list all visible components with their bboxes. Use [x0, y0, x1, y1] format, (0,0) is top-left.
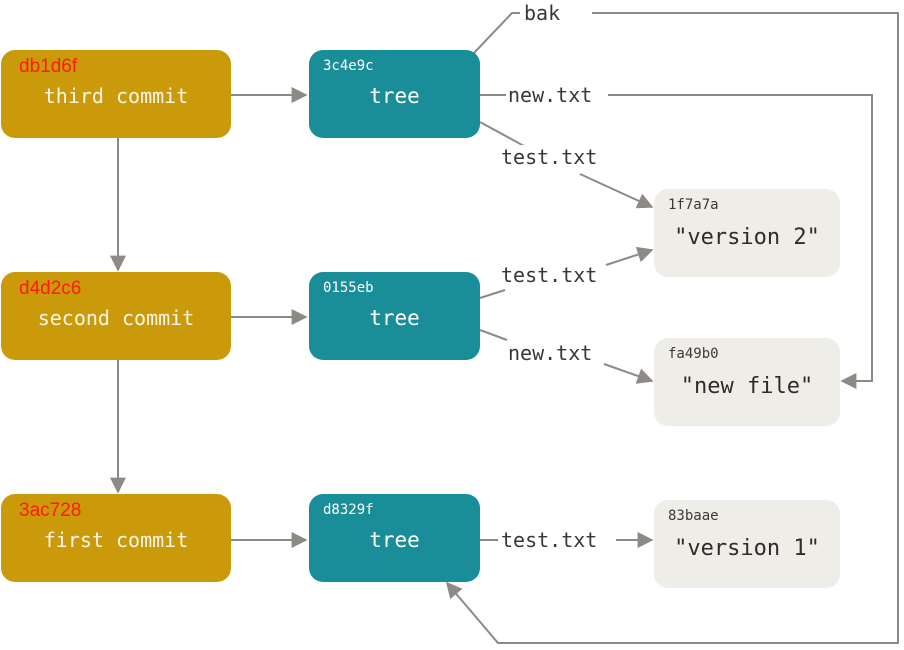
blob-node-1f7a7a[interactable]: 1f7a7a "version 2" — [654, 189, 840, 277]
edge-tree2-testtxt-a — [479, 289, 506, 299]
tree-hash: 3c4e9c — [323, 58, 374, 74]
tree-label: tree — [369, 528, 420, 552]
tree-hash: d8329f — [323, 502, 374, 518]
edge-label-tree1-newtxt: new.txt — [506, 83, 595, 107]
commit-node-first[interactable]: 3ac728 first commit — [1, 494, 231, 582]
blob-content: "version 1" — [674, 536, 820, 561]
edge-label-tree3-testtxt: test.txt — [499, 528, 600, 552]
commit-message: first commit — [43, 528, 189, 552]
blob-hash: fa49b0 — [668, 346, 719, 362]
tree-label: tree — [369, 306, 420, 330]
edge-tree2-newtxt-a — [479, 329, 508, 341]
blob-content: "new file" — [680, 374, 814, 399]
tree-label: tree — [369, 84, 420, 108]
tree-node-3c4e9c[interactable]: 3c4e9c tree — [309, 50, 480, 138]
blob-hash: 1f7a7a — [668, 197, 719, 213]
commit-message: second commit — [37, 306, 195, 330]
edge-label-tree2-testtxt: test.txt — [499, 263, 600, 287]
commit-node-third[interactable]: db1d6f third commit — [1, 50, 231, 138]
edge-tree2-newtxt-b — [603, 363, 654, 384]
edge-label-tree1-testtxt: test.txt — [499, 145, 600, 169]
tree-hash: 0155eb — [323, 280, 374, 296]
edge-bak-route — [445, 12, 899, 644]
commit-hash: 3ac728 — [19, 500, 82, 521]
commit-message: third commit — [43, 84, 189, 108]
edge-tree1-testtxt-b — [579, 173, 654, 209]
edge-tree1-newtxt-b — [608, 94, 873, 389]
edge-tree1-testtxt-a — [479, 121, 525, 147]
blob-hash: 83baae — [668, 508, 719, 524]
blob-node-fa49b0[interactable]: fa49b0 "new file" — [654, 338, 840, 426]
commit-hash: db1d6f — [19, 56, 78, 77]
edge-tree2-testtxt-b — [605, 246, 654, 266]
edge-bak — [471, 12, 520, 56]
tree-node-d8329f[interactable]: d8329f tree — [309, 494, 480, 582]
edge-label-tree2-newtxt: new.txt — [506, 341, 595, 365]
blob-node-83baae[interactable]: 83baae "version 1" — [654, 500, 840, 588]
edge-label-bak: bak — [522, 1, 563, 25]
commit-node-second[interactable]: d4d2c6 second commit — [1, 272, 231, 360]
blob-content: "version 2" — [674, 225, 820, 250]
tree-node-0155eb[interactable]: 0155eb tree — [309, 272, 480, 360]
commit-hash: d4d2c6 — [19, 278, 82, 299]
